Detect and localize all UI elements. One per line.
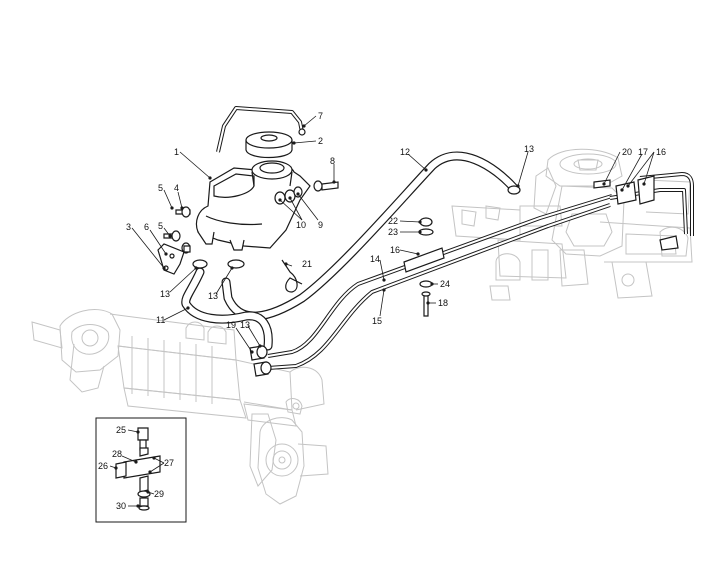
rear-transmission-ghost: [451, 148, 693, 301]
callout-5-lower: 5: [158, 221, 163, 231]
callout-24: 24: [440, 279, 450, 289]
callout-10: 10: [296, 220, 306, 230]
callout-16-rear: 16: [656, 147, 666, 157]
callout-4: 4: [174, 183, 179, 193]
callout-30: 30: [116, 501, 126, 511]
callout-19: 19: [226, 320, 236, 330]
callout-13-pump: 13: [240, 320, 250, 330]
callout-2: 2: [318, 136, 323, 146]
callout-18: 18: [438, 298, 448, 308]
callout-labels: 1 2 3 4 5 5 6 7 8 9 10 11 12 13 13 13 13…: [98, 111, 666, 511]
callout-28: 28: [112, 449, 122, 459]
callout-17: 17: [638, 147, 648, 157]
pipe-15: [267, 203, 611, 370]
tank-cap-2: [245, 131, 293, 159]
callout-15: 15: [372, 316, 382, 326]
suction-hose-11: [181, 267, 273, 351]
callout-5-upper: 5: [158, 183, 163, 193]
pipe-14: [267, 194, 613, 358]
callout-14: 14: [370, 254, 380, 264]
callout-1: 1: [174, 147, 179, 157]
callout-7: 7: [318, 111, 323, 121]
callout-25: 25: [116, 425, 126, 435]
callout-27: 27: [164, 458, 174, 468]
breather-pipe-7: [216, 106, 306, 153]
callout-21: 21: [302, 259, 312, 269]
inset-fitting-detail: [95, 417, 187, 523]
callout-11: 11: [156, 315, 165, 325]
callout-6: 6: [144, 222, 149, 232]
callout-13-mid: 13: [208, 291, 218, 301]
callout-12: 12: [400, 147, 410, 157]
leader-lines: [109, 115, 655, 508]
callout-16-clamp: 16: [390, 245, 400, 255]
tank-hardware: [157, 175, 679, 377]
callout-22: 22: [388, 216, 398, 226]
oil-tank: [195, 160, 311, 251]
callout-3: 3: [126, 222, 131, 232]
callout-26: 26: [98, 461, 108, 471]
callout-9: 9: [318, 220, 323, 230]
callout-13-left: 13: [160, 289, 170, 299]
callout-13-rear: 13: [524, 144, 534, 154]
pipe-17: [609, 172, 694, 236]
callout-29: 29: [154, 489, 164, 499]
callout-20: 20: [622, 147, 632, 157]
callout-23: 23: [388, 227, 398, 237]
callout-8: 8: [330, 156, 335, 166]
